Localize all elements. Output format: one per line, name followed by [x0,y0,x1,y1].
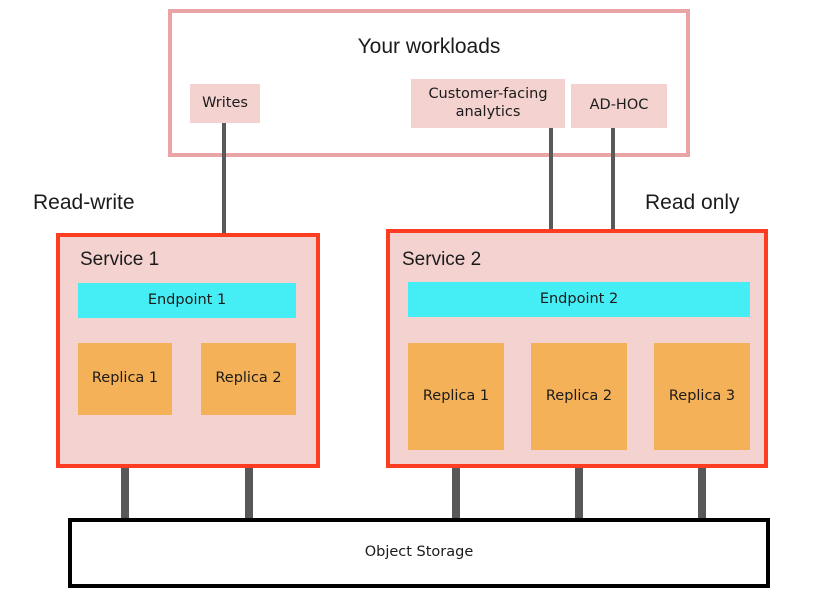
service-2-replica-3[interactable]: Replica 3 [654,343,750,450]
service-2-endpoint[interactable]: Endpoint 2 [408,282,750,317]
workload-chip-writes[interactable]: Writes [190,84,260,123]
connector-s2-replica1-storage [452,446,460,521]
workload-chip-ad-hoc[interactable]: AD-HOC [571,84,667,128]
arrow-line-adhoc-to-endpoint2 [611,128,615,268]
service-2-replica-1[interactable]: Replica 1 [408,343,504,450]
object-storage-box[interactable]: Object Storage [68,518,770,588]
label-read-write: Read-write [33,191,135,214]
connector-s2-replica2-storage [575,446,583,521]
arrow-line-writes-to-endpoint1 [222,123,226,259]
service-1-replica-2[interactable]: Replica 2 [201,343,296,415]
service-1-replica-1[interactable]: Replica 1 [78,343,172,415]
connector-s2-replica3-storage [698,446,706,521]
arrow-line-analytics-to-endpoint2 [549,128,553,268]
service-1-endpoint[interactable]: Endpoint 1 [78,283,296,318]
workloads-title: Your workloads [357,34,501,58]
service-2-title: Service 2 [402,249,482,270]
service-2-replica-2[interactable]: Replica 2 [531,343,627,450]
workload-chip-customer-facing-analytics[interactable]: Customer-facing analytics [411,79,565,128]
label-read-only: Read only [645,191,740,214]
service-1-title: Service 1 [80,249,160,270]
